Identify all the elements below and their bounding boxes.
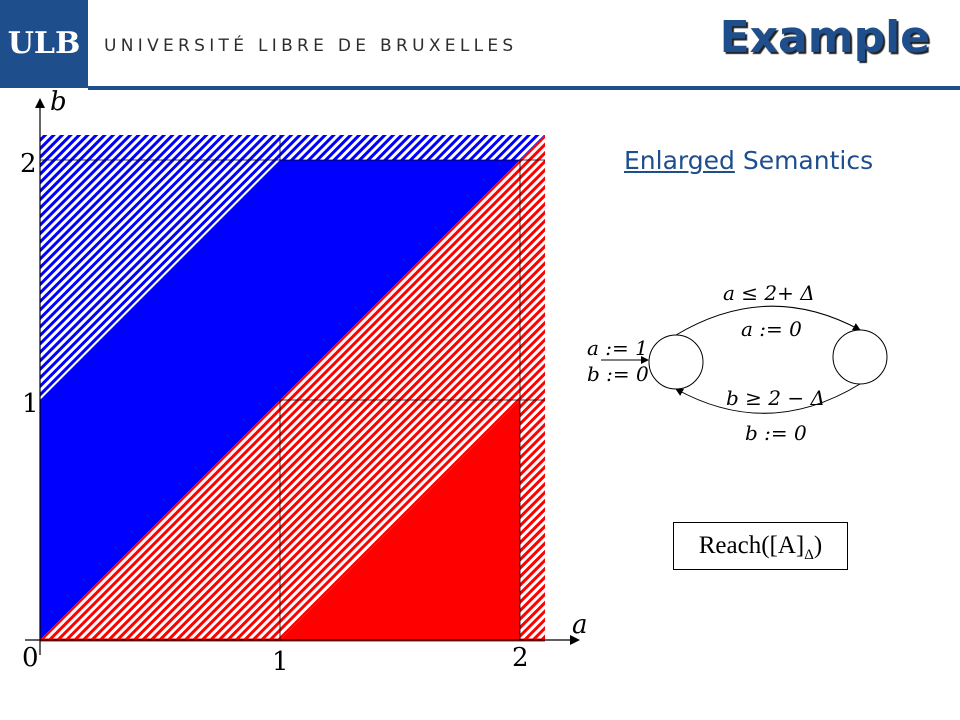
header-rule — [88, 86, 960, 90]
top-reset: a := 0 — [741, 317, 802, 341]
x-tick-0: 0 — [22, 643, 39, 673]
subtitle: Enlarged Semantics — [624, 146, 873, 175]
reach-text: Reach([A] — [698, 532, 805, 559]
initial-reset-b: b := 0 — [587, 362, 649, 386]
slide-title: Example — [719, 12, 930, 63]
y-axis-label: b — [50, 87, 67, 117]
reach-subscript: Δ — [804, 547, 814, 563]
red-solid-region — [280, 400, 520, 640]
bottom-reset: b := 0 — [745, 421, 807, 445]
red-hatched-region — [40, 135, 545, 640]
x-tick-1: 1 — [272, 647, 289, 677]
x-tick-2: 2 — [512, 643, 529, 673]
ulb-logo: ULB — [0, 0, 88, 88]
top-transition-arrow — [675, 305, 861, 336]
initial-reset-a: a := 1 — [587, 336, 648, 360]
y-tick-1: 1 — [22, 389, 39, 419]
blue-hatched-region — [40, 135, 545, 400]
automaton-state-right — [832, 329, 888, 385]
ulb-logo-text: ULB — [7, 26, 81, 61]
automaton-state-left — [648, 334, 704, 390]
bottom-guard: b ≥ 2 − Δ — [726, 386, 825, 410]
university-name: UNIVERSITÉ LIBRE DE BRUXELLES — [104, 36, 518, 56]
subtitle-rest: Semantics — [734, 146, 874, 175]
bottom-transition-arrow — [675, 383, 861, 414]
subtitle-underlined: Enlarged — [624, 146, 735, 175]
y-tick-2: 2 — [20, 149, 37, 179]
x-axis-label: a — [572, 610, 588, 640]
reach-box: Reach([A]Δ) — [673, 522, 848, 570]
reach-close: ) — [813, 532, 823, 559]
grid-lines — [40, 135, 545, 640]
top-guard: a ≤ 2+ Δ — [723, 281, 815, 305]
